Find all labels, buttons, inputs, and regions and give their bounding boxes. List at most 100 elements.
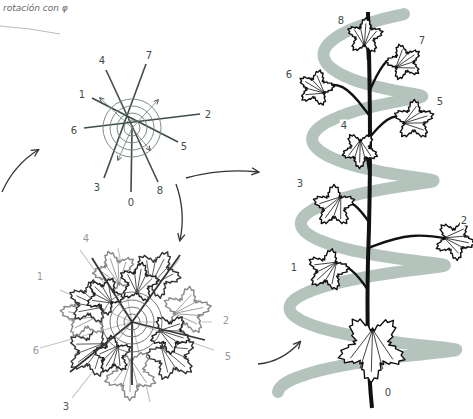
leaf-vein — [137, 278, 152, 293]
spiral-ring — [102, 292, 162, 352]
callout-number: 0 — [384, 387, 392, 398]
leaf-vein — [78, 308, 101, 312]
leaf-vein — [403, 116, 427, 123]
leaf-vein — [101, 346, 118, 362]
flow-arrow — [2, 150, 38, 192]
callout-number: 6 — [70, 125, 78, 136]
spoke — [84, 114, 200, 128]
leaf-vein — [160, 331, 173, 348]
callout-number: 1 — [36, 271, 44, 282]
title-underline — [0, 26, 60, 34]
callout-number: 0 — [127, 197, 135, 208]
leaf-vein — [134, 269, 137, 293]
spiral-ring — [110, 300, 154, 344]
rotation-arrow — [100, 98, 132, 128]
stem-line — [132, 322, 205, 340]
leaf-vein — [305, 93, 324, 95]
stem-line — [131, 322, 133, 385]
leaf-vein — [137, 272, 148, 294]
leaf-vein — [112, 346, 118, 368]
callout-number: 5 — [436, 96, 444, 107]
callout-number: 3 — [62, 401, 70, 412]
callout-number: 2 — [222, 315, 230, 326]
leaf-vein — [314, 262, 336, 265]
spiral-ring — [110, 106, 154, 150]
leaf-vein — [118, 258, 119, 285]
spiral-ring — [103, 99, 161, 157]
spiral-ring — [124, 314, 140, 330]
callout-number: 4 — [340, 120, 348, 131]
callout-number: 2 — [204, 109, 212, 120]
stem-line — [132, 255, 180, 322]
leaf-vein — [371, 329, 372, 371]
flow-arrow — [176, 184, 182, 240]
leaf — [338, 319, 405, 383]
phyllotaxis-star — [84, 64, 200, 192]
leaf-vein — [403, 106, 416, 123]
callout-number: 2 — [460, 215, 468, 226]
leaf-vein — [174, 308, 203, 314]
callout-number: 3 — [93, 182, 101, 193]
callout-number: 5 — [180, 141, 188, 152]
leaf-vein — [373, 329, 393, 359]
rotation-arrow — [132, 100, 158, 128]
rotation-arrow — [132, 128, 150, 150]
leaf-vein — [364, 31, 376, 46]
leaf-vein — [319, 197, 340, 204]
leaf — [313, 184, 354, 223]
leaf-vein — [403, 110, 423, 123]
leaf-vein — [303, 87, 324, 93]
callout-number: 6 — [285, 69, 293, 80]
leaf-vein — [310, 77, 325, 93]
leaf-vein — [131, 360, 147, 383]
callout-number: 3 — [296, 178, 304, 189]
leaf-vein — [349, 140, 361, 155]
callout-number: 7 — [145, 50, 153, 61]
flow-arrow — [258, 342, 300, 364]
leaf-vein — [340, 197, 341, 219]
leaf-vein — [76, 343, 103, 344]
leaf-vein — [174, 300, 200, 313]
stem-line — [70, 322, 132, 372]
leaf — [436, 222, 473, 260]
flow-arrow — [186, 171, 258, 178]
callout-number: 1 — [290, 262, 298, 273]
callout-number: 4 — [98, 55, 106, 66]
callout-number: 6 — [32, 345, 40, 356]
callout-number: 8 — [156, 185, 164, 196]
page-title: rotación con φ — [3, 3, 68, 13]
rotation-arrow — [118, 128, 132, 160]
leaf-vein — [373, 329, 383, 369]
leaf-vein — [364, 25, 372, 45]
leaf-vein — [396, 55, 415, 68]
leaf-vein — [444, 238, 465, 249]
callout-number: 7 — [418, 35, 426, 46]
spiral-ring — [117, 307, 147, 337]
leaf-vein — [360, 329, 373, 368]
leaf — [395, 99, 434, 137]
leaf-vein — [360, 140, 365, 161]
leaf — [94, 335, 131, 371]
spoke — [131, 128, 132, 192]
leaf-vein — [360, 25, 365, 46]
leaf — [309, 249, 349, 290]
plant-top-view — [40, 248, 214, 402]
leaf-vein — [403, 123, 423, 130]
leaf-vein — [396, 67, 415, 68]
leaf — [348, 18, 383, 52]
callout-number: 5 — [224, 351, 232, 362]
leaf — [300, 70, 334, 105]
spiral-band — [278, 14, 456, 392]
leaf — [385, 44, 419, 79]
leaf-vein — [321, 197, 341, 213]
plant-side-view — [278, 12, 473, 408]
callout-number: 4 — [82, 233, 90, 244]
leaf-vein — [403, 122, 427, 123]
spoke — [92, 98, 178, 142]
leaf-vein — [350, 329, 372, 358]
leaf-vein — [444, 238, 459, 254]
leaf-vein — [354, 140, 361, 161]
leaf — [87, 278, 124, 315]
